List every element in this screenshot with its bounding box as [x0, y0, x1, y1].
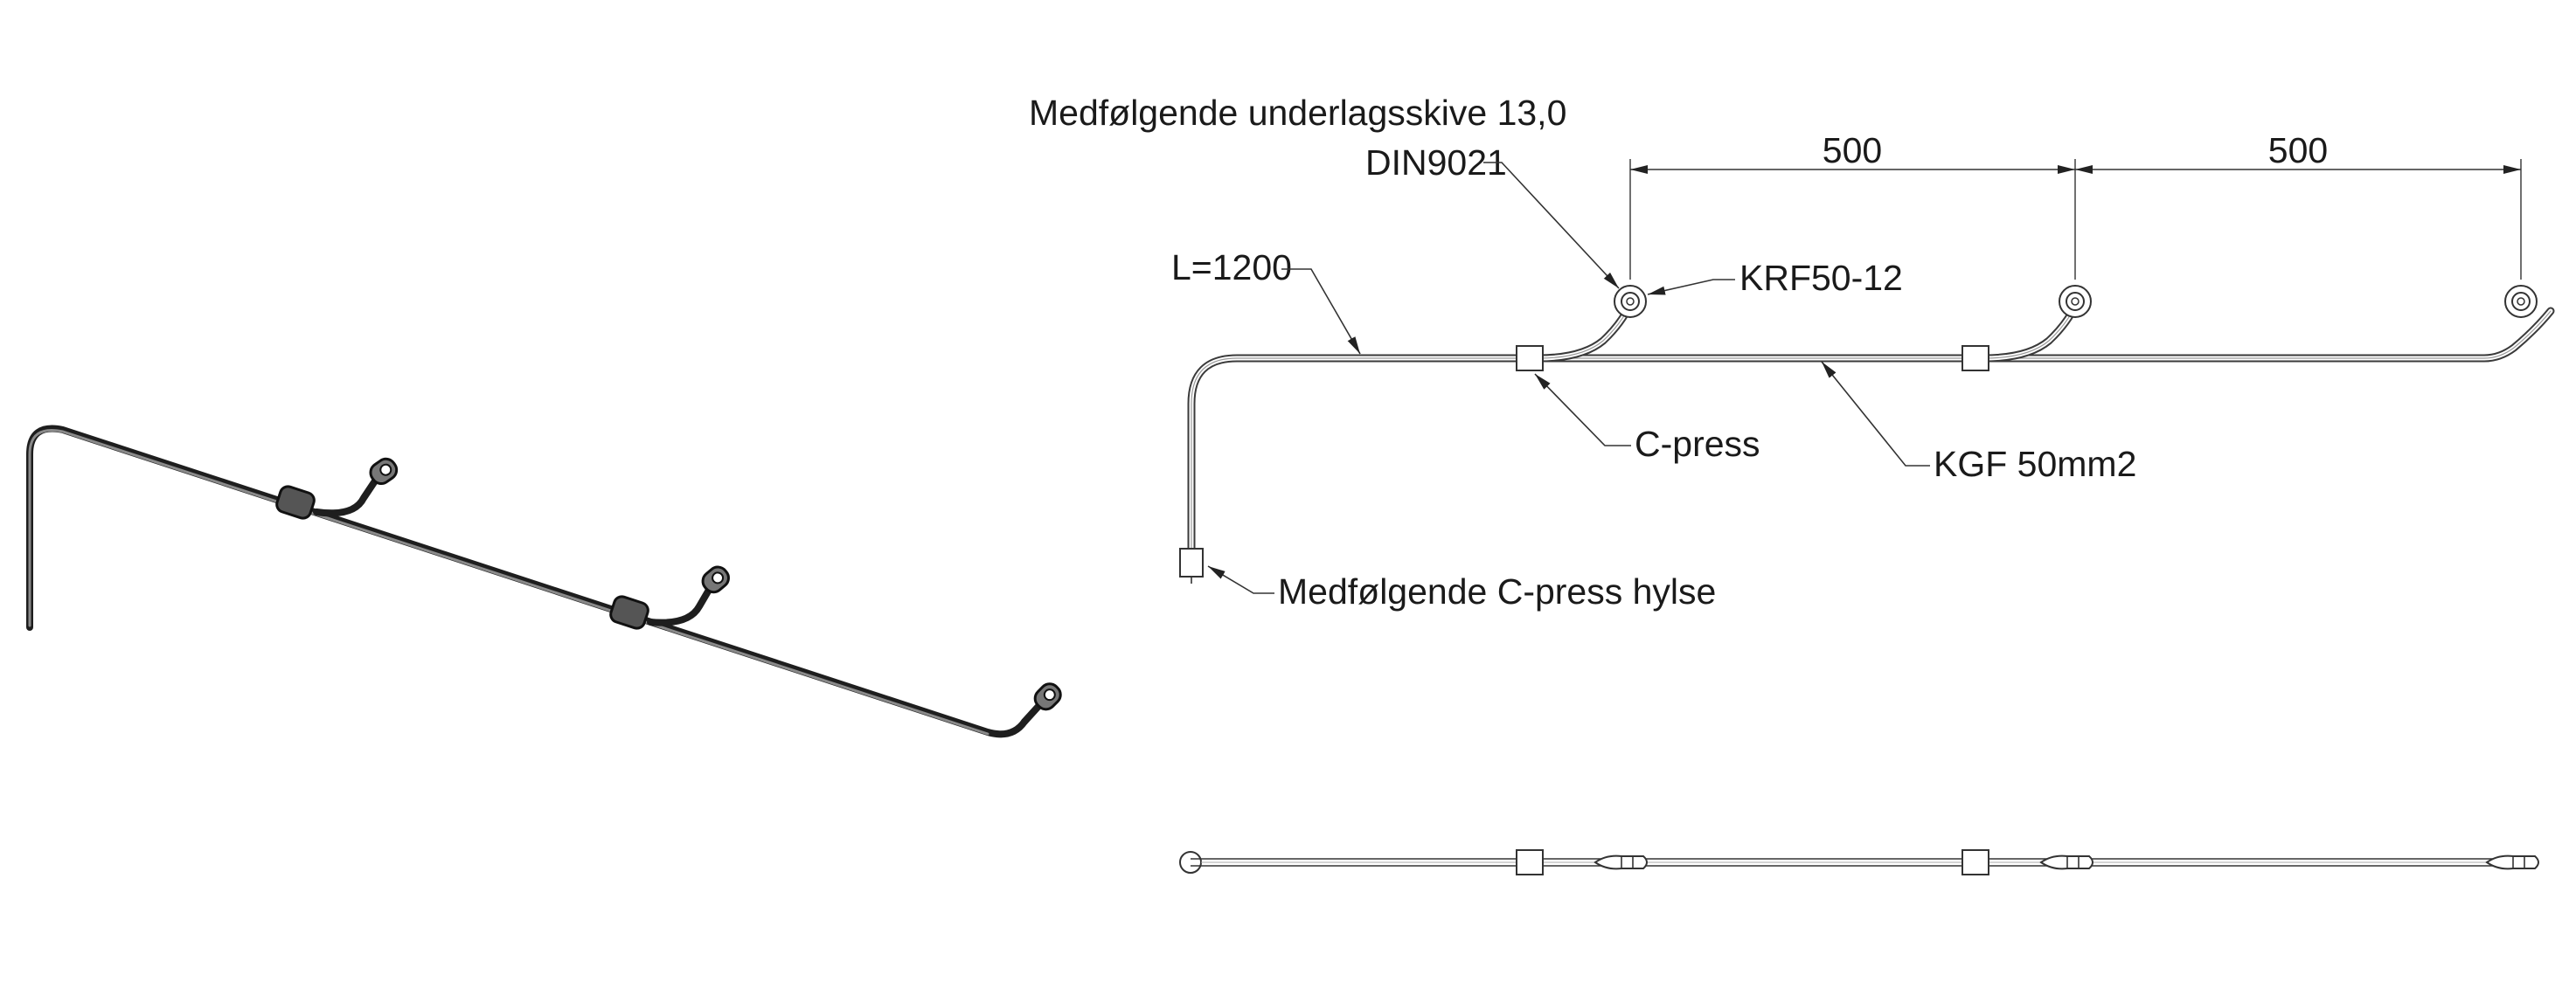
front-c-press-sleeve	[1179, 548, 1204, 578]
iso-c-press-1	[275, 485, 316, 520]
front-view	[1179, 285, 2555, 584]
top-view-terminal-2	[2039, 854, 2093, 870]
front-branch-2	[1980, 308, 2076, 363]
dimension-spacing-2: 500	[2268, 130, 2328, 170]
label-c-press: C-press	[1635, 424, 1760, 464]
iso-cable	[26, 425, 1028, 738]
iso-terminal-3	[1033, 682, 1062, 711]
front-c-press-1	[1516, 345, 1544, 371]
isometric-view	[26, 425, 1062, 738]
front-c-press-2	[1962, 345, 1989, 371]
label-washer-din: DIN9021	[1365, 142, 1507, 183]
iso-branch-2	[647, 582, 715, 626]
label-washer: Medfølgende underlagsskive 13,0	[1029, 93, 1566, 133]
front-branch-1	[1534, 308, 1630, 363]
front-terminal-3	[2504, 285, 2538, 318]
front-terminal-2	[2059, 285, 2092, 318]
iso-cable-highlight	[28, 429, 989, 736]
dimension-spacing-1: 500	[1823, 130, 1882, 170]
top-view-c-press-2	[1962, 849, 1989, 875]
top-view	[1179, 849, 2539, 875]
iso-terminal-1	[369, 457, 399, 486]
top-view-terminal-3	[2485, 854, 2539, 870]
label-length: L=1200	[1171, 247, 1292, 287]
callouts: Medfølgende underlagsskive 13,0 DIN9021 …	[1029, 93, 2136, 612]
iso-c-press-2	[609, 595, 649, 630]
dimensions: 500 500	[1629, 130, 2522, 280]
front-terminal-1	[1614, 285, 1647, 318]
front-cable	[1187, 307, 2555, 572]
top-view-end	[1179, 851, 1202, 874]
iso-terminal-2	[701, 565, 730, 594]
label-terminal: KRF50-12	[1739, 258, 1903, 298]
label-cable: KGF 50mm2	[1934, 444, 2136, 484]
label-sleeve: Medfølgende C-press hylse	[1278, 571, 1716, 612]
top-view-terminal-1	[1594, 854, 1648, 870]
iso-branch-1	[313, 474, 381, 517]
top-view-c-press-1	[1516, 849, 1544, 875]
